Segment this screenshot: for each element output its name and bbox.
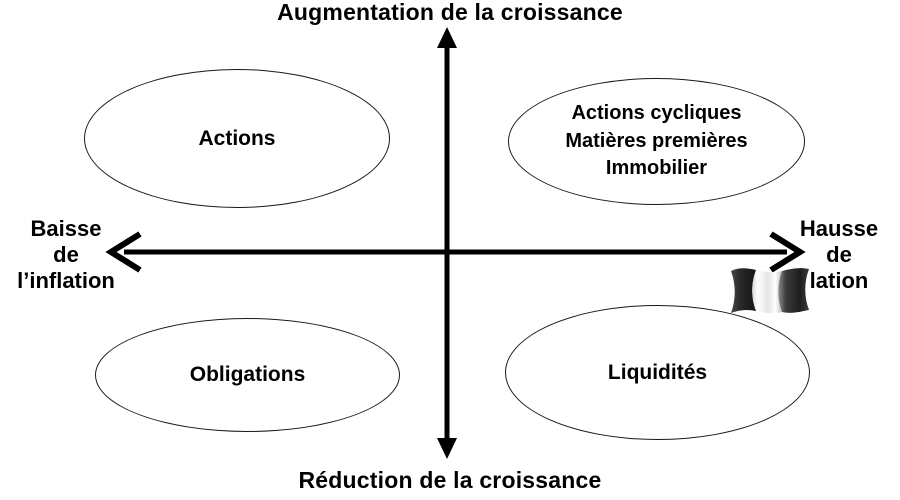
quadrant-cyclicals-line-3: Immobilier (605, 157, 708, 180)
flag-band-middle (752, 270, 782, 314)
arrowhead-left-icon (105, 231, 142, 273)
quadrant-label-bonds: Obligations (190, 361, 306, 389)
quadrant-label-equities: Actions (198, 125, 275, 153)
quadrant-ellipse-cyclicals: Actions cycliques Matières premières Imm… (508, 78, 805, 205)
quadrant-equities-line-1: Actions (198, 126, 276, 150)
quadrant-cash-line-1: Liquidités (607, 360, 708, 384)
growth-decrease-label: Réduction de la croissance (298, 467, 602, 493)
quadrant-ellipse-cash: Liquidités (505, 305, 810, 440)
quadrant-label-cyclicals: Actions cycliques Matières premières Imm… (565, 100, 747, 183)
flag-band-left (731, 268, 756, 313)
inflation-increase-label: Hausse de lation (778, 216, 900, 294)
inflation-decrease-line-1: Baisse (30, 216, 102, 241)
growth-increase-label: Augmentation de la croissance (277, 0, 623, 25)
flag-band-right (778, 268, 809, 313)
quadrant-ellipse-bonds: Obligations (95, 318, 400, 432)
inflation-decrease-label: Baisse de l’inflation (0, 216, 132, 294)
quadrant-label-cash: Liquidités (608, 359, 707, 387)
inflation-increase-line-2: de (826, 241, 852, 267)
quadrant-cyclicals-line-2: Matières premières (565, 129, 748, 152)
waving-flag-icon (731, 268, 809, 314)
inflation-increase-line-1: Hausse (799, 216, 879, 241)
arrowhead-up-icon (437, 27, 457, 48)
quadrant-cyclicals-line-1: Actions cycliques (571, 102, 742, 125)
quadrant-ellipse-equities: Actions (84, 69, 390, 208)
quadrant-bonds-line-1: Obligations (189, 363, 306, 387)
inflation-decrease-line-3: l’inflation (17, 267, 115, 293)
inflation-decrease-line-2: de (53, 241, 79, 267)
arrowhead-right-icon (769, 231, 806, 273)
arrowhead-down-icon (437, 438, 457, 459)
inflation-increase-line-3: lation (809, 267, 869, 293)
